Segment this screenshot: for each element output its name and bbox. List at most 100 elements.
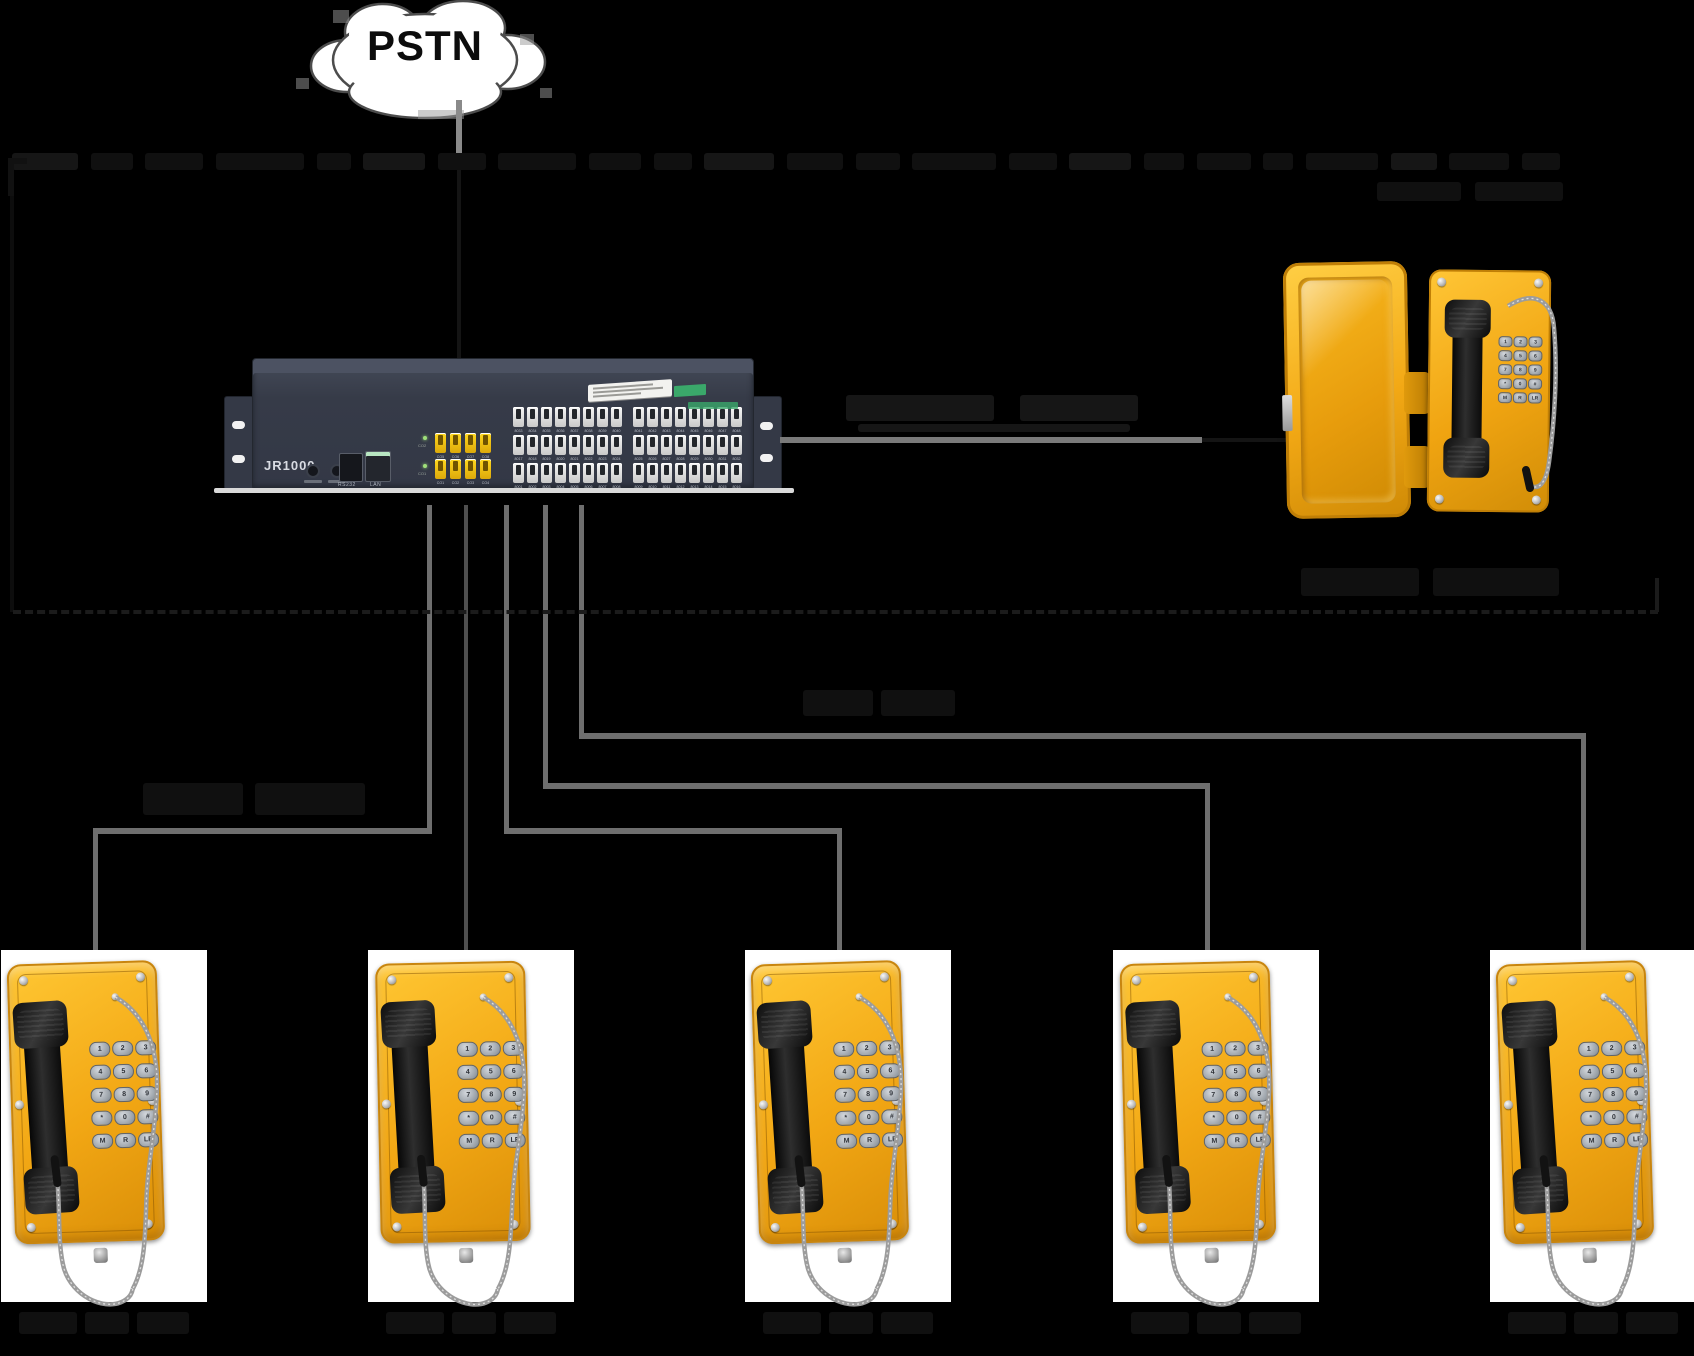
station-port <box>633 407 644 427</box>
phone-lid-open <box>1282 260 1412 520</box>
station-port <box>703 463 714 483</box>
artifact-fleck <box>418 110 464 119</box>
keypad-key: * <box>91 1110 113 1127</box>
port-number-label: 8046 <box>704 428 713 433</box>
station-port <box>583 407 594 427</box>
wire-ext5-h <box>579 733 1586 739</box>
keypad-key: 6 <box>1624 1062 1647 1079</box>
keypad-key: R <box>481 1133 503 1149</box>
rs232-port <box>339 453 363 482</box>
hidden-label-blob <box>803 690 873 716</box>
keypad-key: LR <box>504 1132 526 1149</box>
handset-earpiece <box>380 999 437 1049</box>
keypad-key: * <box>1203 1110 1225 1127</box>
lid-hinge <box>1404 372 1430 414</box>
port-number-label: 8033 <box>514 428 523 433</box>
port-number-label: 8044 <box>676 428 685 433</box>
station-port <box>661 463 672 483</box>
station-port <box>569 463 580 483</box>
hidden-label-blob <box>1263 153 1294 170</box>
hidden-line-label <box>143 783 365 815</box>
keypad-key: 5 <box>480 1064 502 1080</box>
keypad-key: 9 <box>1248 1086 1270 1102</box>
rack-button-label <box>328 480 346 483</box>
port-number-label: 8039 <box>598 428 607 433</box>
cable-gland <box>458 1247 474 1264</box>
port-number-label: 8012 <box>676 484 685 489</box>
station-port <box>717 407 728 427</box>
port-number-label: 8008 <box>612 484 621 489</box>
co-line-port <box>480 459 491 479</box>
keypad-key: 1 <box>1577 1041 1600 1058</box>
handset-mouthpiece <box>23 1165 80 1216</box>
keypad-key: 2 <box>1513 336 1528 348</box>
port-number-label: 8036 <box>556 428 565 433</box>
keypad-key: R <box>1603 1132 1626 1149</box>
handset <box>1443 299 1491 479</box>
hidden-label-blob <box>1433 568 1559 596</box>
handset-mouthpiece <box>1443 437 1490 479</box>
wire-ext3-v <box>504 505 509 833</box>
keypad-key: LR <box>881 1131 904 1148</box>
hidden-label-blob <box>1626 1312 1678 1334</box>
port-number-label: 8037 <box>570 428 579 433</box>
port-number-label: 8048 <box>732 428 741 433</box>
keypad-key: 2 <box>479 1041 501 1057</box>
pstn-cloud: PSTN <box>295 0 555 125</box>
port-number-label: 8019 <box>542 456 551 461</box>
station-port <box>541 435 552 455</box>
keypad-key: 5 <box>856 1063 879 1080</box>
hidden-label-blob <box>846 395 994 421</box>
wire-wall-phone <box>780 437 1202 443</box>
station-port <box>611 407 622 427</box>
port-number-label: 8035 <box>542 428 551 433</box>
hidden-label-blob <box>255 783 365 815</box>
keypad-key: 3 <box>134 1039 157 1056</box>
hidden-label-blob <box>855 153 900 170</box>
handset-rib <box>1447 445 1486 470</box>
co-line-port <box>450 433 461 453</box>
keypad-key: M <box>1497 392 1512 404</box>
station-port <box>541 407 552 427</box>
station-port <box>661 435 672 455</box>
keypad-key: 4 <box>89 1064 112 1081</box>
handset-earpiece <box>1124 999 1182 1049</box>
keypad-key: M <box>91 1133 114 1150</box>
station-port <box>513 463 524 483</box>
hidden-label-blob <box>704 153 775 170</box>
port-number-label: 8011 <box>662 484 671 489</box>
handset-earpiece <box>756 999 813 1050</box>
keypad-key: # <box>881 1108 903 1125</box>
keypad-key: 0 <box>858 1109 880 1126</box>
hidden-label-blob <box>912 153 997 170</box>
hidden-label-blob <box>1301 568 1419 596</box>
hidden-label-blob <box>504 1312 556 1334</box>
station-port <box>675 407 686 427</box>
hidden-label-blob <box>1131 1312 1189 1334</box>
cloud-shape <box>309 0 547 120</box>
handset-earpiece <box>1501 999 1558 1050</box>
cable-gland <box>837 1247 852 1264</box>
keypad-key: LR <box>1626 1131 1649 1148</box>
keypad-key: 5 <box>112 1063 135 1080</box>
hidden-label-blob <box>90 153 133 170</box>
station-port <box>555 435 566 455</box>
keypad-key: 3 <box>502 1040 524 1057</box>
station-port <box>527 407 538 427</box>
keypad-key: * <box>1580 1110 1602 1127</box>
hidden-label-blob <box>452 1312 496 1334</box>
station-port <box>597 407 608 427</box>
hidden-line-label <box>846 395 1138 421</box>
hidden-corner-mark <box>8 158 14 196</box>
lid-latch <box>1282 394 1293 432</box>
artifact-fleck <box>333 10 349 23</box>
hidden-label-blob <box>363 153 426 170</box>
port-number-label: 8010 <box>648 484 657 489</box>
hidden-dashed-riser <box>1655 578 1659 612</box>
station-port <box>583 435 594 455</box>
